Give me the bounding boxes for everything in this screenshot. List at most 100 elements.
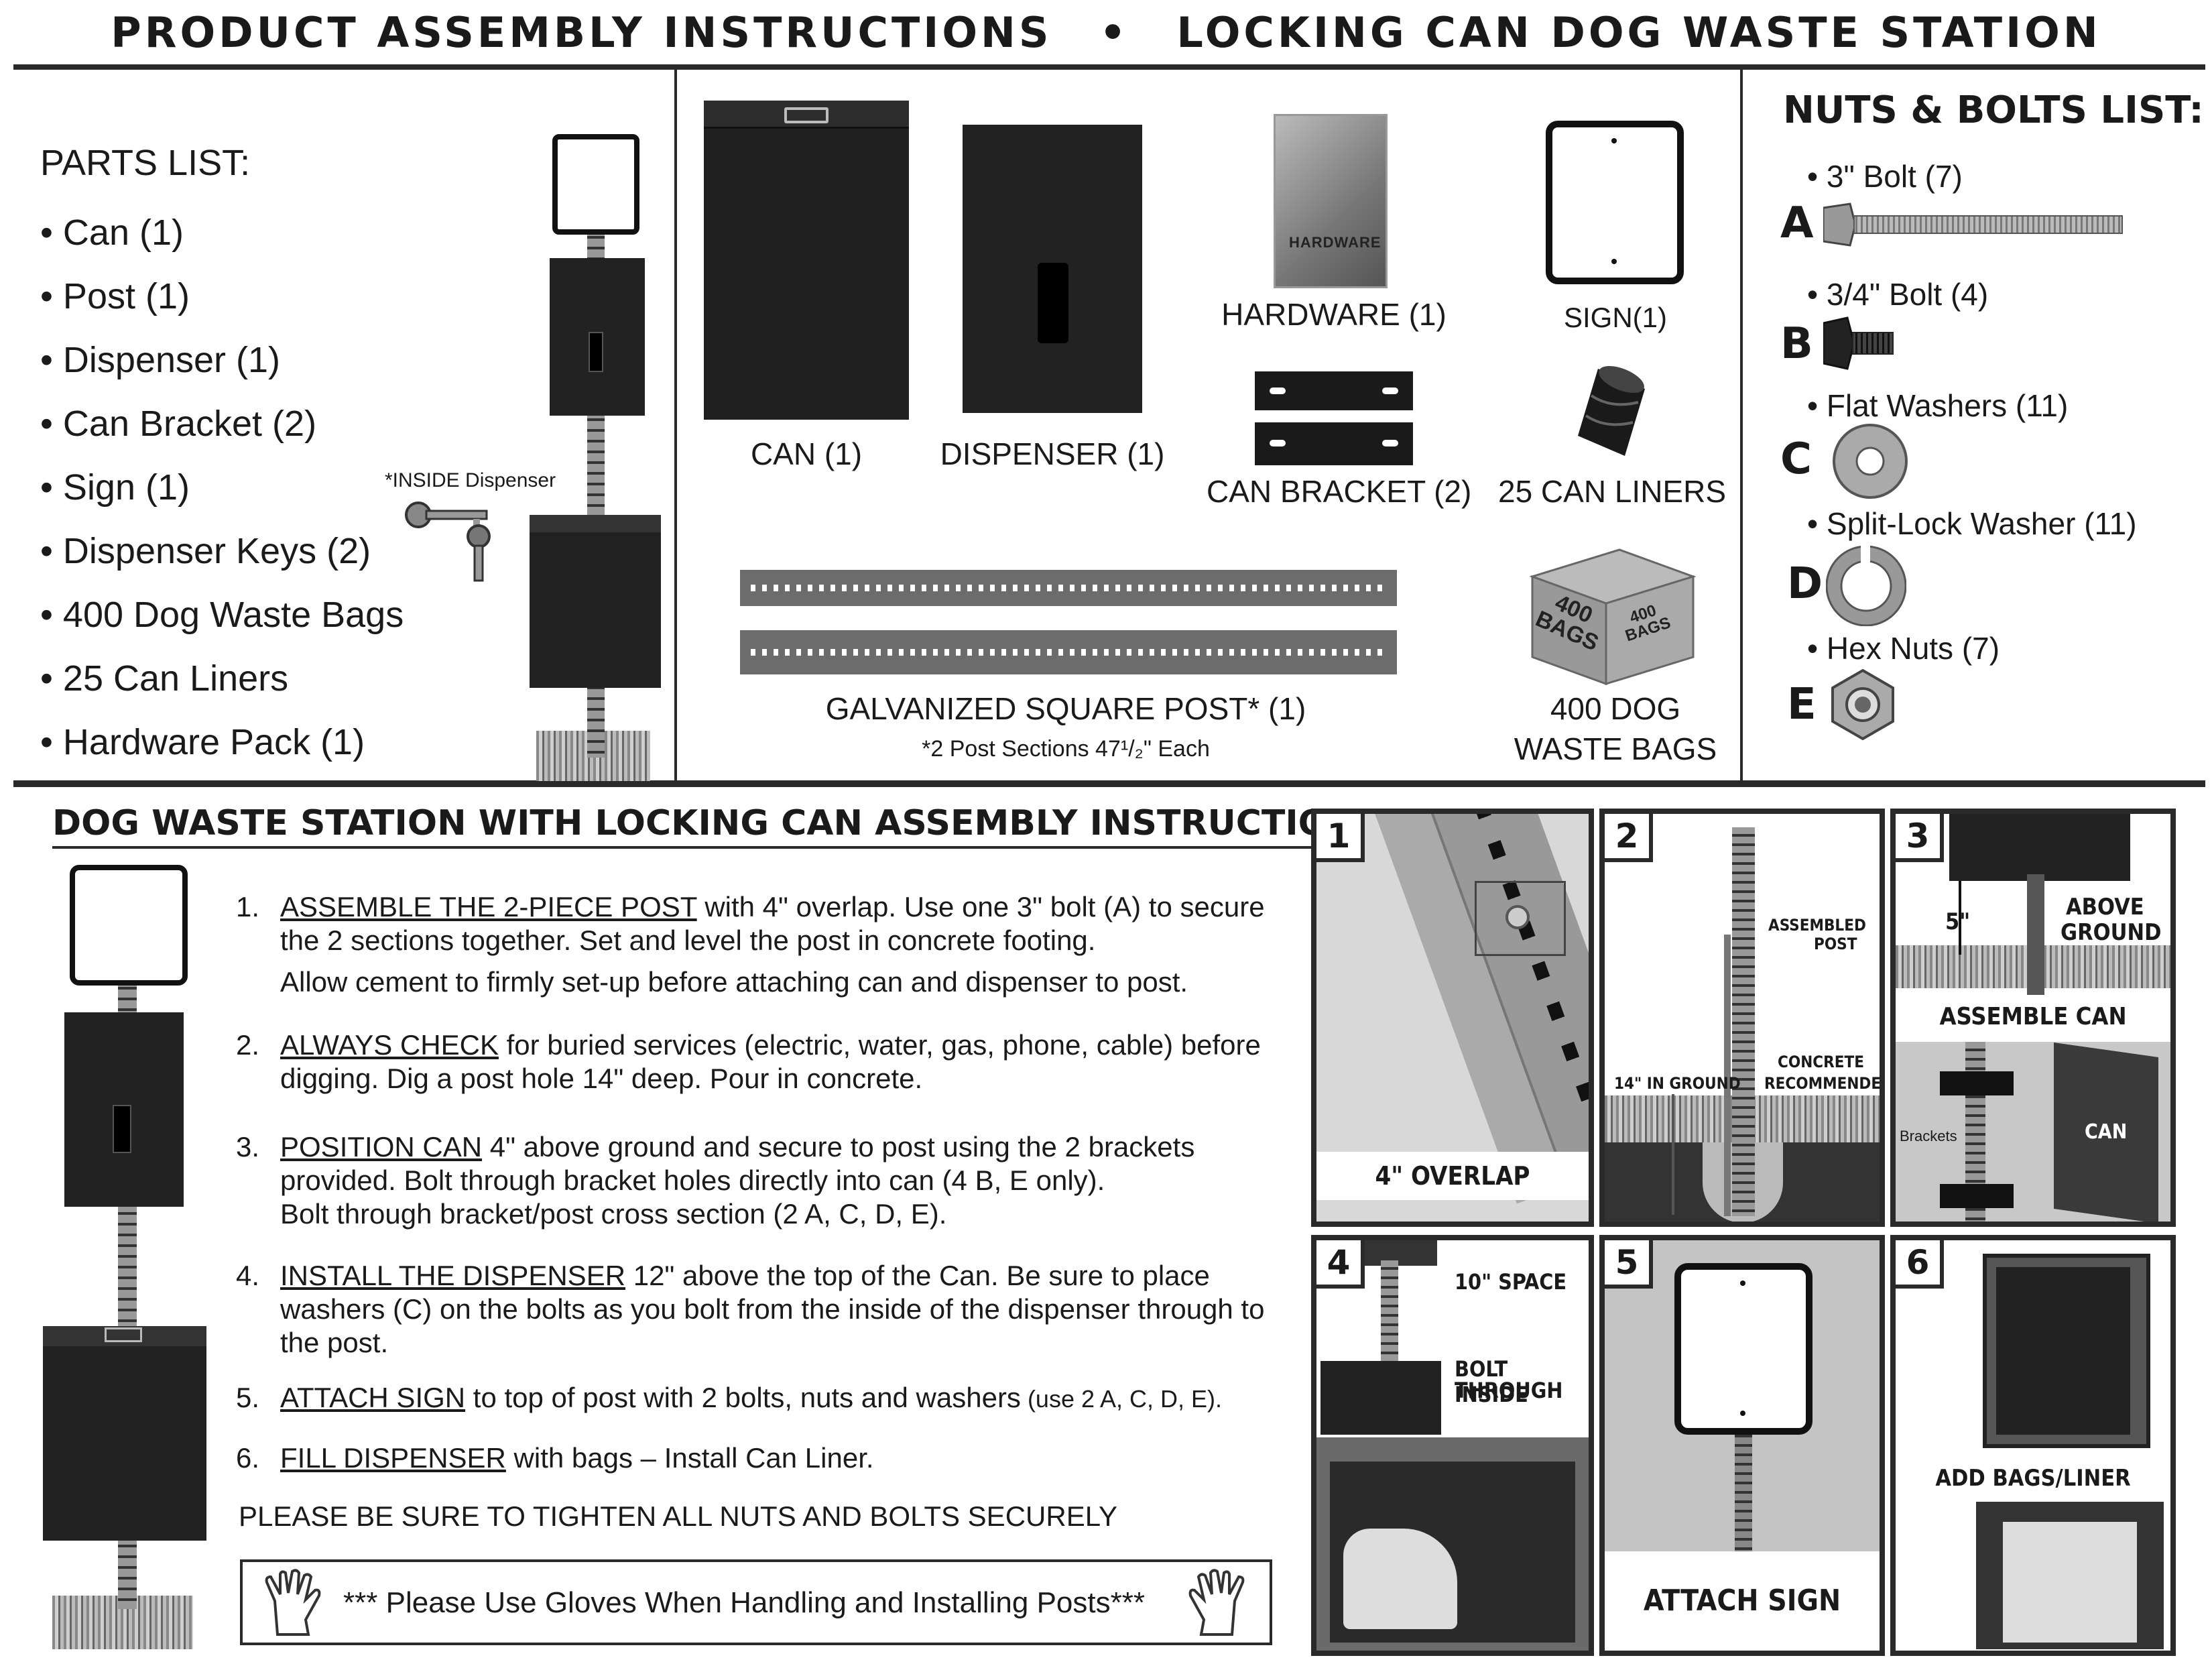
step-text: with 4" overlap. Use one 3" bolt (A) to … xyxy=(280,891,1265,956)
list-item: Can (1) xyxy=(40,201,404,265)
step-heading: ALWAYS CHECK xyxy=(280,1029,499,1061)
panel-3-can: CAN xyxy=(2085,1120,2128,1144)
page-header: PRODUCT ASSEMBLY INSTRUCTIONS • LOCKING … xyxy=(0,0,2212,62)
section-divider xyxy=(13,780,2205,787)
panel-6-number: 6 xyxy=(1896,1240,1944,1289)
panel-4-bolt-line2: INSIDE xyxy=(1455,1382,1528,1407)
header-left: PRODUCT ASSEMBLY INSTRUCTIONS xyxy=(111,8,1052,57)
nb-item-a-label: 3" Bolt (7) xyxy=(1807,158,1963,194)
nb-item-b-label: 3/4" Bolt (4) xyxy=(1807,276,1988,312)
panel-2-number: 2 xyxy=(1605,814,1653,862)
list-item: Dispenser Keys (2) xyxy=(40,520,404,583)
panel-5-number: 5 xyxy=(1605,1240,1653,1289)
glove-icon xyxy=(1188,1569,1245,1636)
step-panel-2: 2 ASSEMBLED POST 14" IN GROUND CONCRETE … xyxy=(1599,809,1885,1227)
step-heading: POSITION CAN xyxy=(280,1131,483,1163)
step-heading: FILL DISPENSER xyxy=(280,1442,506,1474)
step-1: 1. ASSEMBLE THE 2-PIECE POST with 4" ove… xyxy=(236,890,1282,999)
step-5: 5. ATTACH SIGN to top of post with 2 bol… xyxy=(236,1381,1282,1416)
panel-2-post: POST xyxy=(1814,935,1857,953)
hardware-label: HARDWARE (1) xyxy=(1221,297,1447,332)
panel-1-caption: 4" OVERLAP xyxy=(1316,1152,1589,1200)
bolt-3in-icon xyxy=(1823,202,2123,247)
panel-3-number: 3 xyxy=(1896,814,1944,862)
nb-item-d-letter: D xyxy=(1787,559,1823,609)
step-text: to top of post with 2 bolts, nuts and wa… xyxy=(465,1382,1021,1413)
step-3: 3. POSITION CAN 4" above ground and secu… xyxy=(236,1130,1282,1231)
step-6: 6. FILL DISPENSER with bags – Install Ca… xyxy=(236,1441,1282,1475)
can-liners-label: 25 CAN LINERS xyxy=(1497,474,1726,509)
step-number: 6. xyxy=(236,1442,260,1474)
step-panel-5: 5 ATTACH SIGN xyxy=(1599,1235,1885,1656)
step-number: 2. xyxy=(236,1029,260,1061)
step-2: 2. ALWAYS CHECK for buried services (ele… xyxy=(236,1028,1282,1095)
station-illustration-bottom xyxy=(40,865,208,1656)
instructions-title: DOG WASTE STATION WITH LOCKING CAN ASSEM… xyxy=(52,803,1382,849)
bags-label-line2: WASTE BAGS xyxy=(1514,731,1717,766)
panel-3-brackets: Brackets xyxy=(1900,1128,1957,1144)
post-note: *2 Post Sections 47¹/₂" Each xyxy=(922,736,1210,762)
step-text: 4" above ground and secure to post using… xyxy=(280,1131,1195,1196)
bags-label-line1: 400 DOG xyxy=(1550,691,1681,726)
step-panel-1: 1 4" OVERLAP xyxy=(1311,809,1594,1227)
step-number: 1. xyxy=(236,891,260,923)
nuts-bolts-title: NUTS & BOLTS LIST: xyxy=(1783,88,2204,132)
gloves-note: *** Please Use Gloves When Handling and … xyxy=(343,1586,1145,1619)
step-text: for buried services (electric, water, ga… xyxy=(280,1029,1261,1094)
flat-washer-icon xyxy=(1833,424,1908,499)
list-item: 400 Dog Waste Bags xyxy=(40,583,404,647)
step-text: 12" above the top of the Can. Be sure to… xyxy=(280,1260,1265,1358)
panel-4-space: 10" SPACE xyxy=(1455,1269,1567,1295)
step-4: 4. INSTALL THE DISPENSER 12" above the t… xyxy=(236,1259,1282,1360)
header-rule xyxy=(13,64,2205,70)
hardware-bag-text: HARDWARE xyxy=(1289,234,1381,251)
header-separator: • xyxy=(1099,8,1129,57)
sign-label: SIGN(1) xyxy=(1563,302,1667,333)
post-section-2-image xyxy=(740,630,1397,674)
list-item: Can Bracket (2) xyxy=(40,392,404,456)
can-bracket-image xyxy=(1255,371,1413,465)
step-panel-4: 4 10" SPACE BOLT THROUGH INSIDE xyxy=(1311,1235,1594,1656)
panel-5-caption: ATTACH SIGN xyxy=(1605,1551,1880,1651)
can-liners-image xyxy=(1578,365,1645,456)
nb-item-c-label: Flat Washers (11) xyxy=(1807,388,2068,424)
nb-item-e-letter: E xyxy=(1787,680,1817,729)
can-image xyxy=(704,101,909,420)
step-text: with bags – Install Can Liner. xyxy=(505,1442,874,1474)
hex-nut-icon xyxy=(1831,668,1894,741)
nb-item-c-letter: C xyxy=(1780,434,1812,484)
split-lock-washer-icon xyxy=(1826,546,1906,626)
header-right: LOCKING CAN DOG WASTE STATION xyxy=(1176,8,2101,57)
step-extra: Bolt through bracket/post cross section … xyxy=(280,1198,947,1230)
panel-3-caption: ASSEMBLE CAN xyxy=(1896,995,2170,1039)
step-extra: Allow cement to firmly set-up before att… xyxy=(280,966,1188,998)
bolt-34in-icon xyxy=(1823,316,1894,370)
can-bracket-label: CAN BRACKET (2) xyxy=(1207,474,1472,509)
column-divider-1 xyxy=(674,70,677,780)
glove-icon xyxy=(265,1569,321,1636)
post-section-1-image xyxy=(740,570,1397,606)
step-number: 4. xyxy=(236,1260,260,1291)
instruction-steps: 1. ASSEMBLE THE 2-PIECE POST with 4" ove… xyxy=(236,890,1282,1475)
list-item: Sign (1) xyxy=(40,456,404,520)
dispenser-image xyxy=(963,125,1142,413)
step-heading: ATTACH SIGN xyxy=(280,1382,466,1413)
list-item: Post (1) xyxy=(40,265,404,329)
panel-4-bolt-line1: BOLT THROUGH xyxy=(1455,1356,1563,1403)
bags-box-image xyxy=(1529,548,1697,686)
panel-6-caption: ADD BAGS/LINER xyxy=(1896,1456,2170,1500)
hardware-bag-image: HARDWARE xyxy=(1274,114,1388,288)
panel-2-ground: 14" IN GROUND xyxy=(1614,1074,1741,1093)
nb-item-e-label: Hex Nuts (7) xyxy=(1807,630,2000,666)
panel-2-assembled: ASSEMBLED xyxy=(1768,916,1866,935)
list-item: 25 Can Liners xyxy=(40,647,404,711)
tighten-note: PLEASE BE SURE TO TIGHTEN ALL NUTS AND B… xyxy=(239,1500,1117,1532)
step-panel-6: 6 ADD BAGS/LINER xyxy=(1890,1235,2176,1656)
panel-2-recommended: RECOMMENDED xyxy=(1764,1074,1885,1093)
step-small-text: (use 2 A, C, D, E). xyxy=(1020,1385,1223,1413)
list-item: Hardware Pack (1) xyxy=(40,711,404,774)
keys-icon xyxy=(405,501,491,582)
keys-note: *INSIDE Dispenser xyxy=(385,469,556,491)
parts-list: Can (1) Post (1) Dispenser (1) Can Brack… xyxy=(40,201,404,774)
step-number: 3. xyxy=(236,1131,260,1163)
